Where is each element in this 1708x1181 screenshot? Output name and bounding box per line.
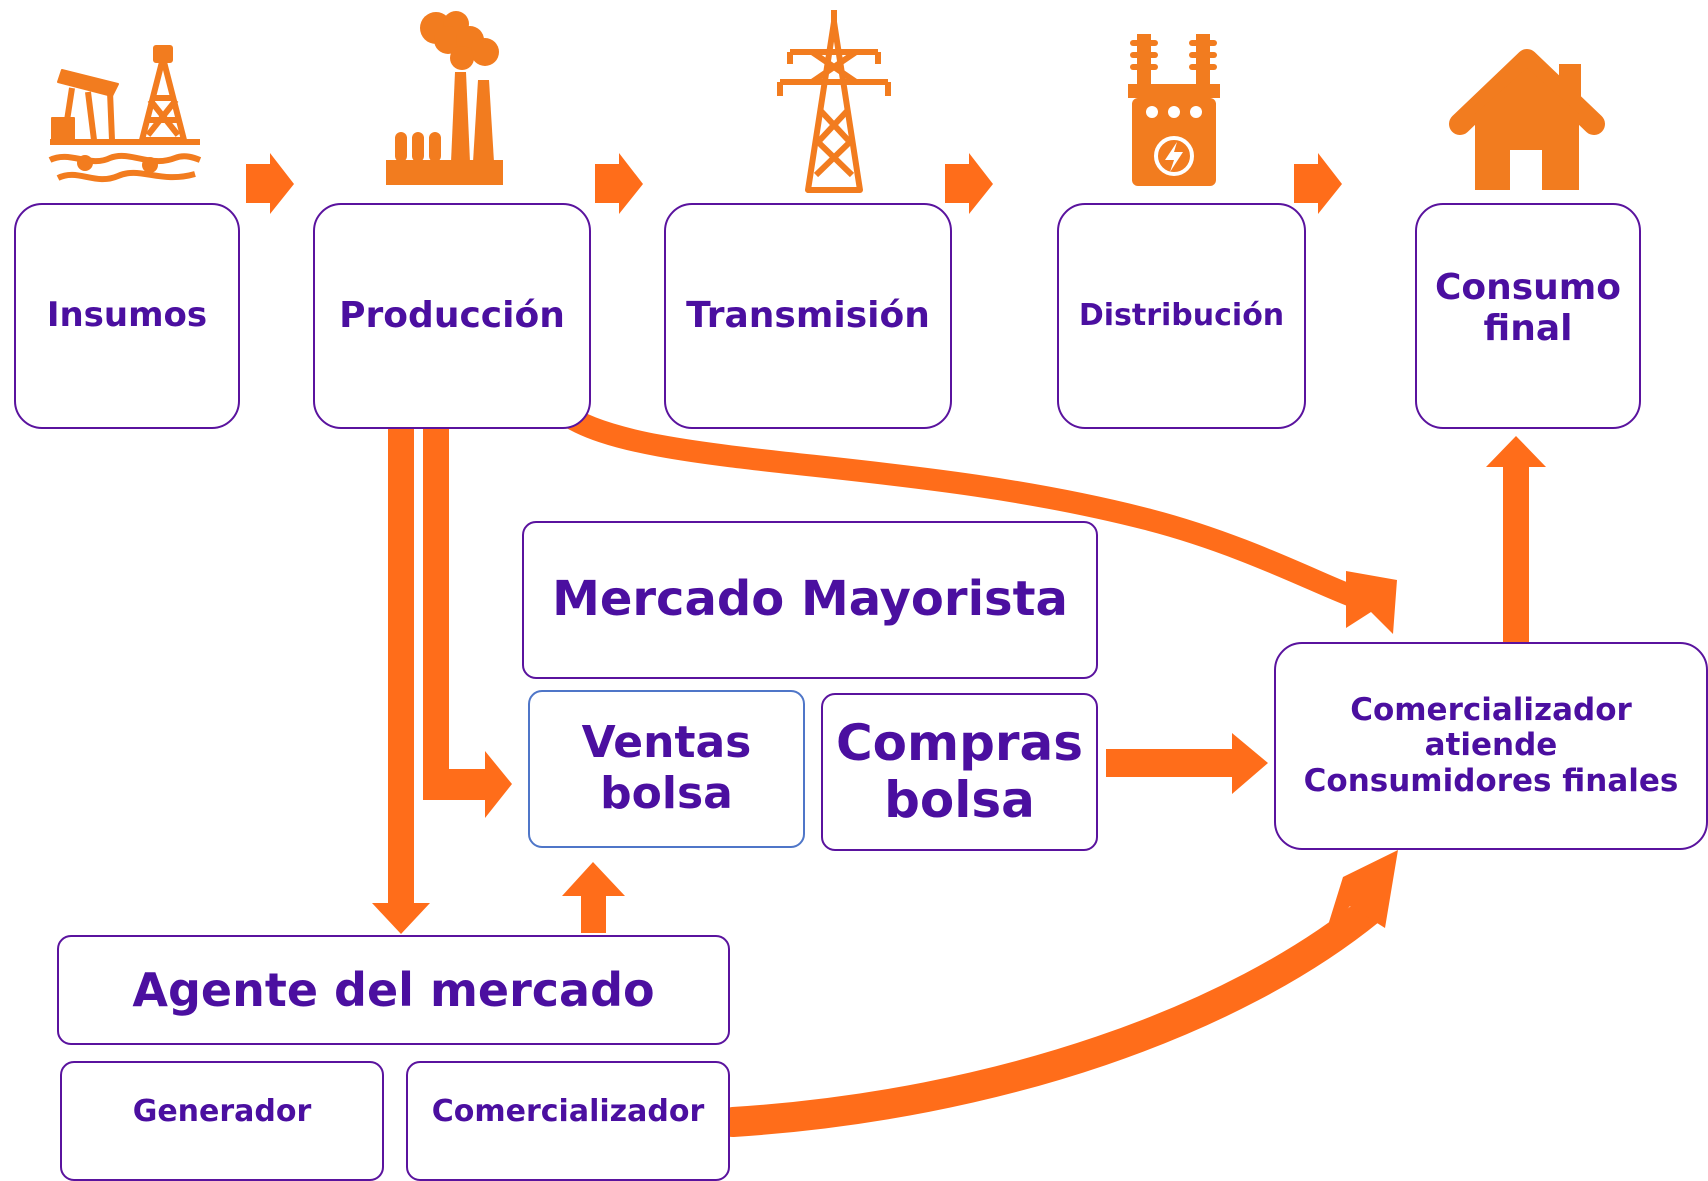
arrow-distribucion-consumo [1294,153,1342,214]
curve-produccion-arrowhead [1346,571,1397,634]
arrow-compras-comercializador [1106,733,1268,794]
arrow-comercializador-consumo [1486,436,1546,642]
power-tower-icon [777,10,891,193]
consumo-final-label: Consumo final [1434,267,1622,350]
transformer-icon [1128,34,1220,186]
consumo-final-box: Consumo final [1415,203,1641,429]
comercializador-final-box: Comercializador atiende Consumidores fin… [1274,642,1708,850]
agente-mercado-box: Agente del mercado [57,935,730,1045]
arrow-insumos-produccion [246,153,294,214]
curve-produccion-comercializador [551,401,1374,611]
insumos-box: Insumos [14,203,240,429]
ventas-bolsa-box: Ventas bolsa [528,690,805,848]
oil-rig-icon [48,45,202,183]
distribucion-box: Distribución [1057,203,1306,429]
produccion-label: Producción [339,295,565,337]
mercado-mayorista-box: Mercado Mayorista [522,521,1098,679]
transmision-label: Transmisión [686,295,930,337]
curve-agente-arrowhead [1325,850,1398,935]
arrow-produccion-agente [372,418,430,934]
generador-label: Generador [132,1094,312,1129]
agente-mercado-title: Agente del mercado [132,962,655,1017]
compras-bolsa-label: Compras bolsa [835,713,1084,829]
ventas-bolsa-label: Ventas bolsa [581,717,752,819]
transmision-box: Transmisión [664,203,952,429]
arrow-produccion-transmision [595,153,643,214]
factory-icon [386,11,503,185]
arrow-produccion-ventas [423,418,512,818]
arrow-agente-ventas [562,862,625,933]
comercializador-final-label: Comercializador atiende Consumidores fin… [1303,691,1679,799]
distribucion-label: Distribución [1078,297,1285,333]
arrow-transmision-distribucion [945,153,993,214]
house-icon [1449,49,1605,190]
curve-agente-comercializador [718,895,1385,1137]
compras-bolsa-box: Compras bolsa [821,693,1098,851]
generador-box: Generador [60,1061,384,1181]
insumos-label: Insumos [46,295,208,336]
comercializador-label: Comercializador [431,1094,705,1129]
mercado-mayorista-title: Mercado Mayorista [552,571,1068,628]
produccion-box: Producción [313,203,591,429]
comercializador-box: Comercializador [406,1061,730,1181]
